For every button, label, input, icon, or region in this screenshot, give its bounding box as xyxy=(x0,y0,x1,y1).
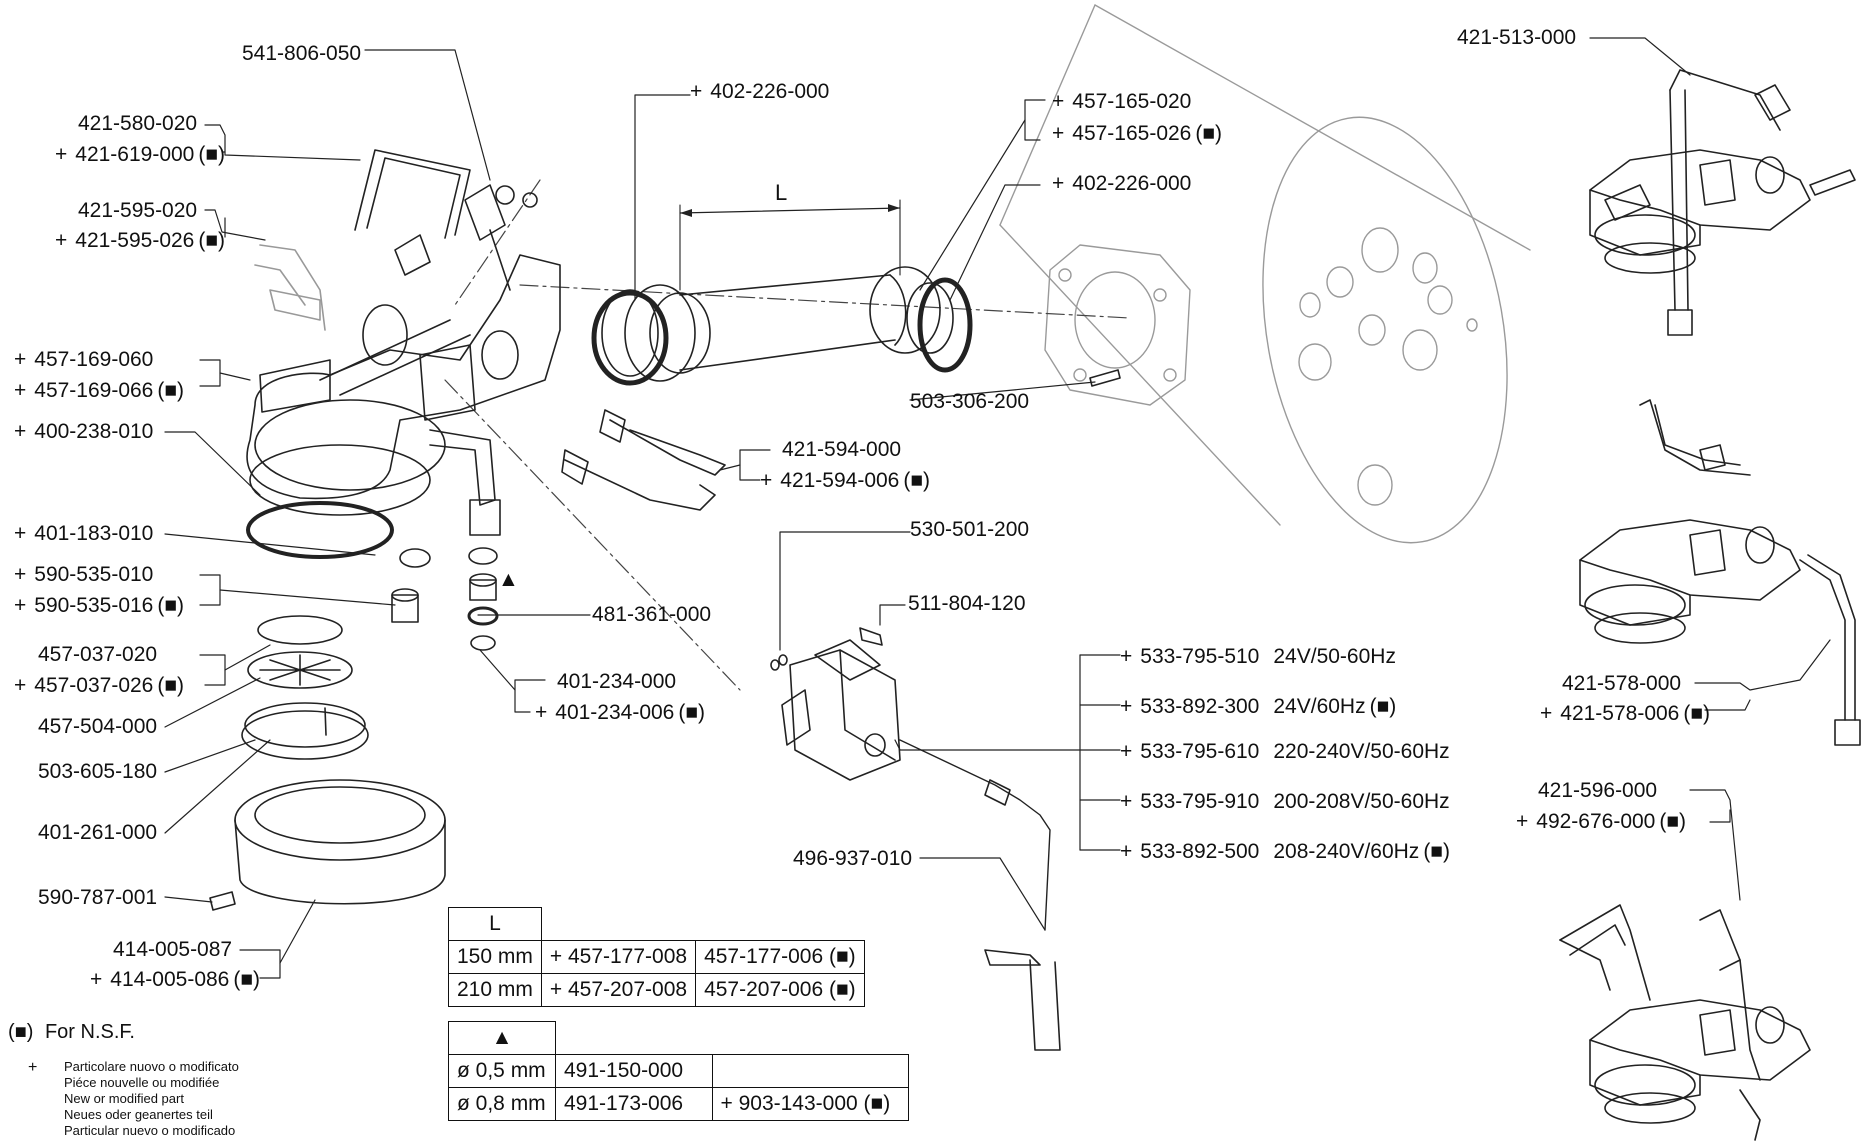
screen-457-504-000 xyxy=(247,651,353,689)
table-row: ø 0,8 mm 491-173-006 + 903-143-000 (■) xyxy=(448,1087,909,1121)
label-481-361-000: 481-361-000 xyxy=(592,603,712,626)
table-row: 210 mm + 457-207-008 457-207-006 (■) xyxy=(448,973,865,1007)
length-table-header: L xyxy=(448,907,542,941)
label-421-578-000: 421-578-000 xyxy=(1562,672,1682,695)
label-421-596-000: 421-596-000 xyxy=(1538,779,1658,802)
triangle-table-header: ▲ xyxy=(448,1021,556,1055)
legend-lines: Particolare nuovo o modificato Piéce nou… xyxy=(64,1059,239,1138)
triangle-table: ▲ ø 0,5 mm 491-150-000 ø 0,8 mm 491-173-… xyxy=(448,1021,909,1121)
pipe-421-595-020 xyxy=(254,244,326,331)
screw-503-605-180 xyxy=(324,707,327,736)
flange-plate xyxy=(1044,244,1191,406)
label-421-595-020: 421-595-020 xyxy=(78,199,198,222)
boiler-body xyxy=(999,4,1531,544)
label-401-261-000: 401-261-000 xyxy=(38,821,158,844)
label-402-226-000-top: +402-226-000 xyxy=(690,80,830,103)
table-row: 150 mm + 457-177-008 457-177-006 (■) xyxy=(448,940,865,974)
label-496-937-010: 496-937-010 xyxy=(793,847,913,870)
label-421-594-000: 421-594-000 xyxy=(782,438,902,461)
label-421-513-000: 421-513-000 xyxy=(1457,26,1577,49)
label-401-183-010: +401-183-010 xyxy=(14,522,154,545)
triangle-marker: ▲ xyxy=(498,568,519,591)
o-ring-left xyxy=(591,290,669,386)
label-457-165-020: +457-165-020 xyxy=(1052,90,1192,113)
ring-401-261-000 xyxy=(234,779,446,905)
label-401-234-000: 401-234-000 xyxy=(557,670,677,693)
legend-nsf: (■) For N.S.F. xyxy=(8,1021,135,1043)
label-457-169-066: +457-169-066(■) xyxy=(14,379,185,402)
solenoid-valve xyxy=(770,627,901,781)
legend: (■) For N.S.F. + Particolare nuovo o mod… xyxy=(8,1021,308,1141)
disc-457-037 xyxy=(257,615,343,645)
screw-590-787-001 xyxy=(209,891,236,911)
label-457-165-026: +457-165-026(■) xyxy=(1052,122,1223,145)
label-590-535-016: +590-535-016(■) xyxy=(14,594,185,617)
dimension-L: L xyxy=(775,180,788,205)
label-457-037-020: 457-037-020 xyxy=(38,643,158,666)
washer-401-234-000 xyxy=(470,635,496,651)
label-530-501-200: 530-501-200 xyxy=(910,518,1030,541)
label-503-605-180: 503-605-180 xyxy=(38,760,158,783)
label-511-804-120: 511-804-120 xyxy=(908,592,1026,615)
variant-head-1 xyxy=(1589,69,1856,336)
label-421-580-020: 421-580-020 xyxy=(78,112,198,135)
group-head xyxy=(246,254,561,516)
label-457-504-000: 457-504-000 xyxy=(38,715,158,738)
length-table: L 150 mm + 457-177-008 457-177-006 (■) 2… xyxy=(448,907,865,1007)
label-590-787-001: 590-787-001 xyxy=(38,886,158,909)
gasket-400-238-010 xyxy=(246,501,394,559)
sensor-probe xyxy=(1029,959,1061,1051)
label-402-226-000-right: +402-226-000 xyxy=(1052,172,1192,195)
label-414-005-087: 414-005-087 xyxy=(113,938,233,961)
variant-head-3 xyxy=(1559,904,1811,1141)
label-541-806-050: 541-806-050 xyxy=(242,42,362,65)
label-457-169-060: +457-169-060 xyxy=(14,348,154,371)
label-421-619-000: +421-619-000(■) xyxy=(55,143,226,166)
washer-401-183-010 xyxy=(399,548,431,568)
screw-503-306-200 xyxy=(1089,369,1121,387)
label-421-595-026: +421-595-026(■) xyxy=(55,229,226,252)
tube-L xyxy=(601,266,954,382)
label-414-005-086: +414-005-086(■) xyxy=(90,968,261,991)
pipe-421-580-020 xyxy=(354,149,538,291)
label-401-234-006: +401-234-006(■) xyxy=(535,701,706,724)
label-457-037-026: +457-037-026(■) xyxy=(14,674,185,697)
o-ring-right xyxy=(917,277,973,373)
table-row: ø 0,5 mm 491-150-000 xyxy=(448,1054,909,1088)
spring-481-361-000 xyxy=(467,606,499,626)
label-590-535-010: +590-535-010 xyxy=(14,563,154,586)
label-503-306-200: 503-306-200 xyxy=(910,390,1030,413)
label-400-238-010: +400-238-010 xyxy=(14,420,154,443)
pipe-drain xyxy=(429,429,501,536)
variant-head-2 xyxy=(1579,399,1861,746)
pipe-421-594-000 xyxy=(561,409,726,511)
plug-590-535 xyxy=(391,588,419,623)
label-492-676-000: +492-676-000(■) xyxy=(1516,810,1687,833)
pipe-496-937-010 xyxy=(899,739,1051,931)
legend-plus: + xyxy=(28,1059,38,1076)
label-421-594-006: +421-594-006(■) xyxy=(760,469,931,492)
label-421-578-006: +421-578-006(■) xyxy=(1540,702,1711,725)
